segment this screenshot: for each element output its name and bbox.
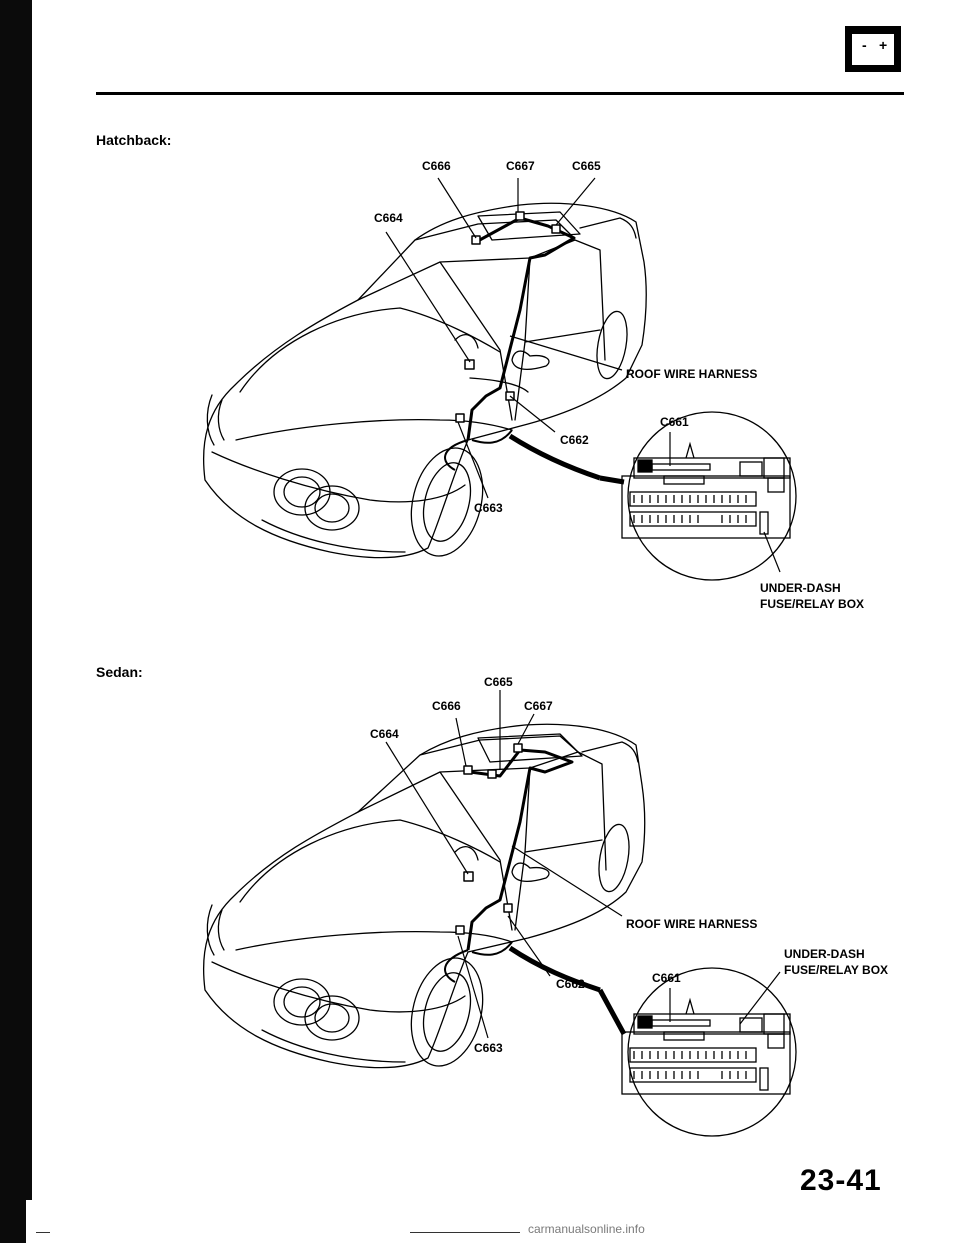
hatchback-callout-c667: C667 [506,159,535,173]
sedan-callout-c666: C666 [432,699,461,713]
hatchback-fuse-box-inset [599,411,797,581]
hatchback-callout-c662: C662 [560,433,589,447]
sedan-roof-harness [444,743,601,993]
page-spine [0,0,32,1243]
battery-minus-glyph: - [862,37,867,53]
header-rule [96,92,904,95]
sedan-callout-c661: C661 [652,971,681,985]
hatchback-callout-box-line2: FUSE/RELAY BOX [760,597,864,611]
sedan-callout-roof-harness: ROOF WIRE HARNESS [626,917,757,931]
sedan-callout-c662: C662 [556,977,585,991]
hatchback-callout-c666: C666 [422,159,451,173]
hatchback-label: Hatchback: [96,132,172,148]
hatchback-callout-c661: C661 [660,415,689,429]
bottom-dash-left [36,1232,50,1233]
hatchback-callout-c663: C663 [474,501,503,515]
hatchback-callout-c664: C664 [374,211,403,225]
page-number: 23-41 [800,1164,882,1197]
hatchback-car-body [202,202,647,559]
sedan-diagram: C665 C666 C667 C664 ROOF WIRE HARNESS UN… [202,675,888,1137]
battery-icon: - + [845,26,901,72]
sedan-car-body [202,723,646,1069]
hatchback-diagram: C666 C667 C665 C664 ROOF WIRE HARNESS C6… [202,159,864,611]
sedan-callout-c665: C665 [484,675,513,689]
sedan-callouts: C665 C666 C667 C664 ROOF WIRE HARNESS UN… [370,675,888,1055]
sedan-label: Sedan: [96,664,143,680]
spine-notch [26,1200,32,1243]
hatchback-callout-c665: C665 [572,159,601,173]
hatchback-callout-box-line1: UNDER-DASH [760,581,841,595]
sedan-callout-box-line2: FUSE/RELAY BOX [784,963,888,977]
sedan-leader-lines [385,690,781,1039]
hatchback-leader-lines [385,177,781,573]
watermark: carmanualsonline.info [528,1222,645,1236]
battery-plus-glyph: + [879,37,887,53]
hatchback-callout-roof-harness: ROOF WIRE HARNESS [626,367,757,381]
sedan-callout-box-line1: UNDER-DASH [784,947,865,961]
hatchback-callouts: C666 C667 C665 C664 ROOF WIRE HARNESS C6… [374,159,864,611]
sedan-fuse-box-inset [597,967,797,1137]
sedan-callout-c667: C667 [524,699,553,713]
bottom-dash-right [410,1232,520,1233]
sedan-callout-c663: C663 [474,1041,503,1055]
sedan-callout-c664: C664 [370,727,399,741]
